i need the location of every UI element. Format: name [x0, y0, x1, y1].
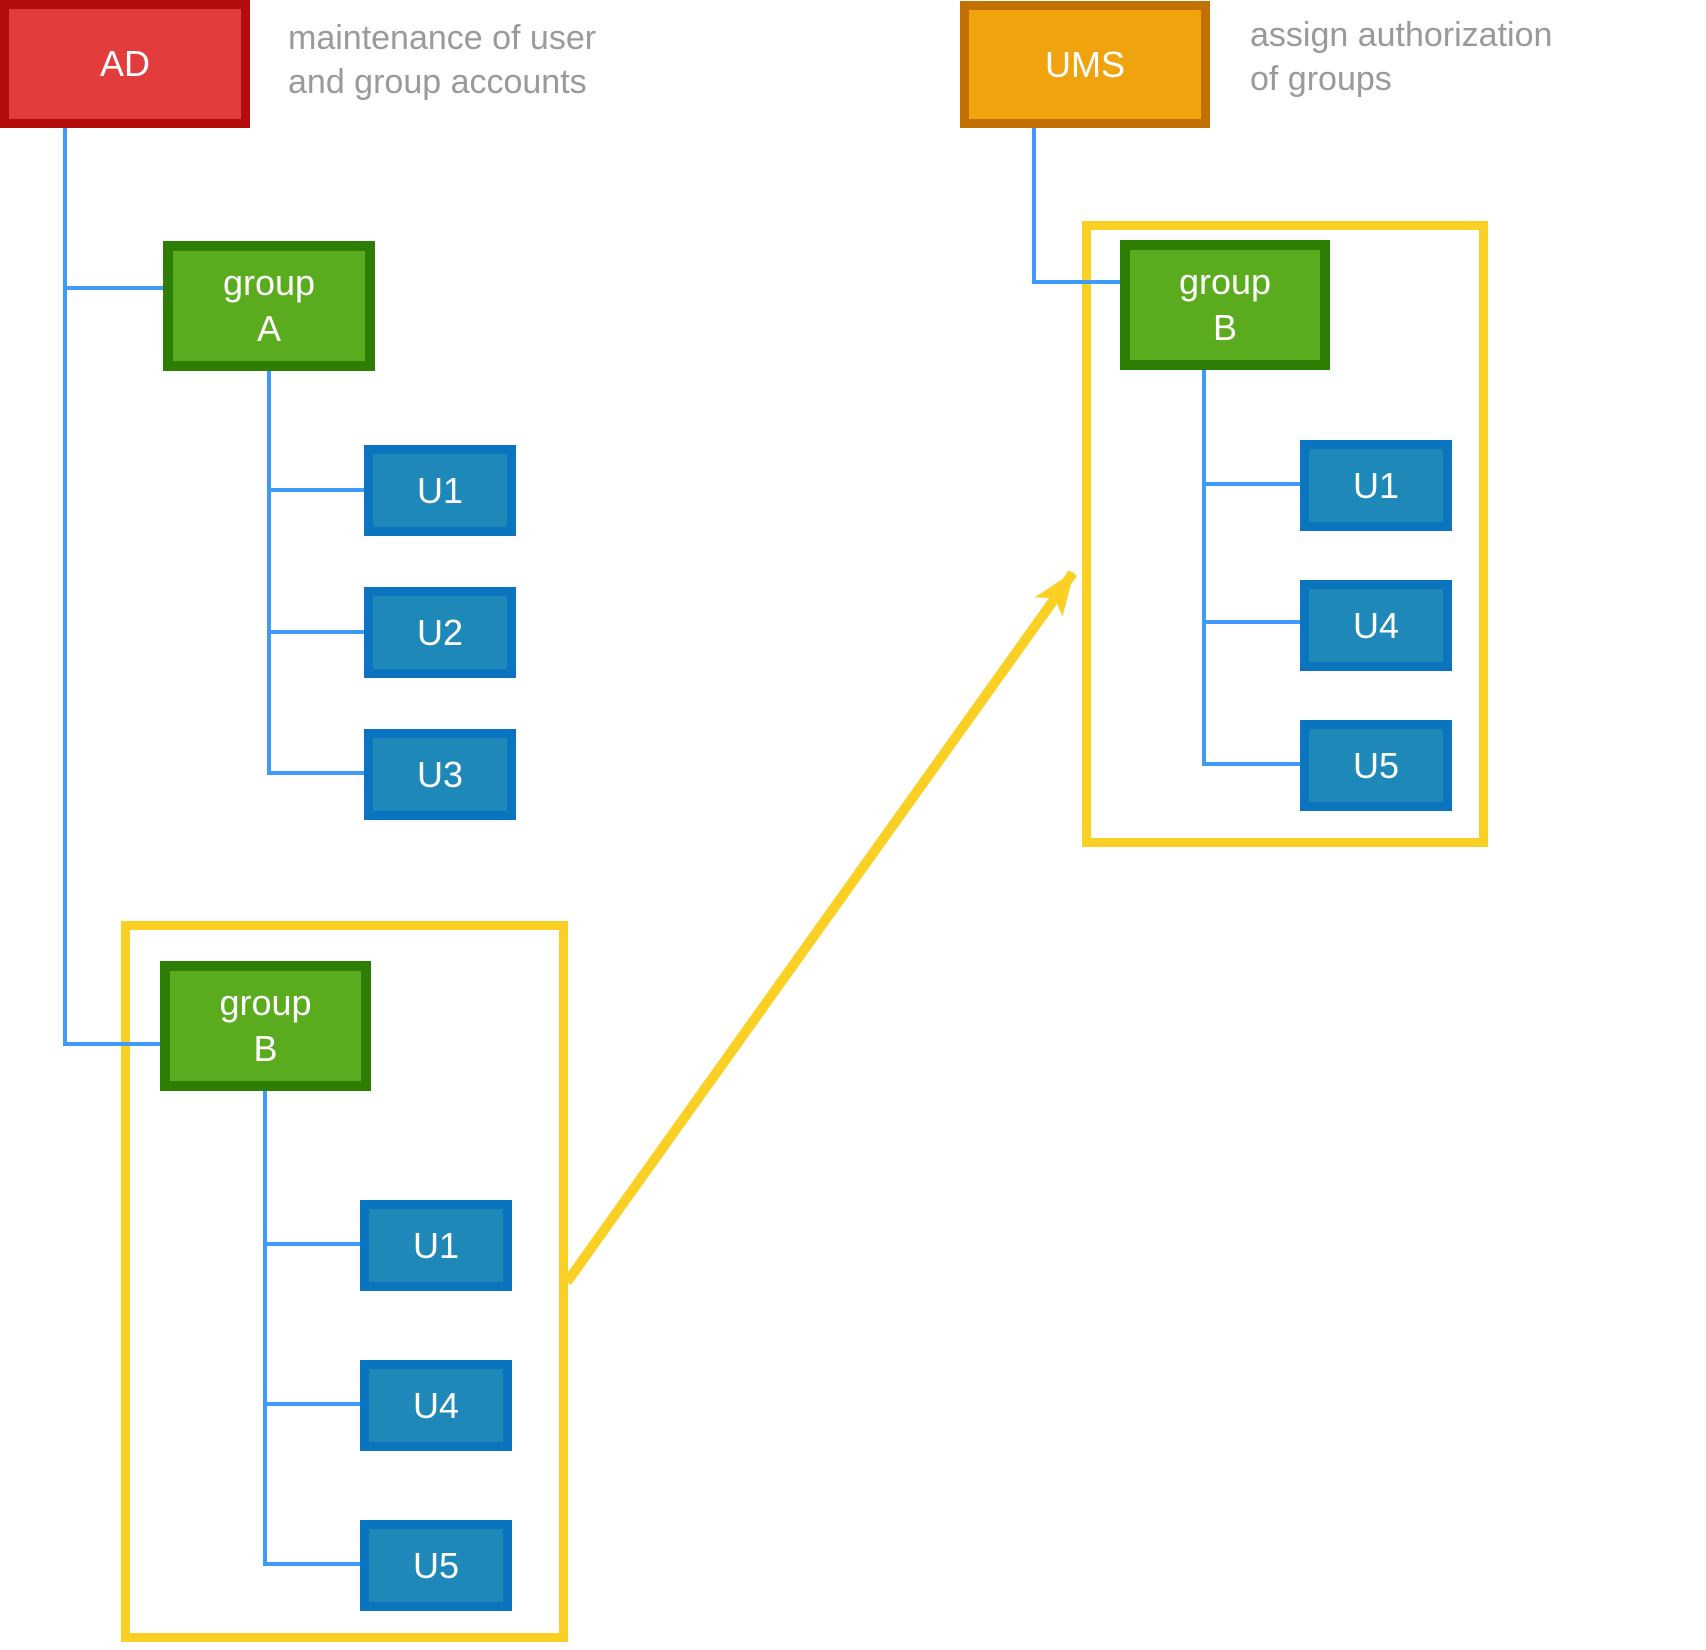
user-label: U1 [416, 469, 464, 511]
user-node-group-b-ums-u1: U1 [1300, 440, 1452, 531]
user-node-group-a-u3: U3 [364, 729, 516, 820]
user-node-group-b-ums-u5: U5 [1300, 720, 1452, 811]
user-node-group-a-u1: U1 [364, 445, 516, 536]
user-label: U5 [412, 1544, 460, 1586]
user-node-group-b-ad-u4: U4 [360, 1360, 512, 1451]
ad-node-label: AD [99, 43, 150, 84]
group-b-ums-highlight-container [1082, 221, 1488, 847]
group-b-ums-label-line1: group [1178, 261, 1272, 302]
ums-node-label: UMS [1045, 43, 1125, 85]
group-b-ums-node: group B [1120, 240, 1330, 370]
user-node-group-b-ums-u4: U4 [1300, 580, 1452, 671]
user-label: U5 [1352, 744, 1400, 786]
ad-node: AD [0, 0, 250, 128]
user-label: U1 [1352, 464, 1400, 506]
ums-caption-line1: assign authorization [1250, 16, 1553, 54]
group-b-ums-label-line2: B [1212, 307, 1237, 348]
group-a-label-line1: group [222, 262, 316, 303]
ums-caption-line2: of groups [1250, 60, 1392, 98]
user-label: U4 [412, 1384, 460, 1426]
group-b-ad-label-line1: group [219, 982, 312, 1023]
user-label: U1 [412, 1224, 460, 1266]
user-node-group-b-ad-u1: U1 [360, 1200, 512, 1291]
user-node-group-b-ad-u5: U5 [360, 1520, 512, 1611]
ums-caption: assign authorization of groups [1250, 13, 1552, 101]
ums-node: UMS [960, 1, 1210, 128]
group-b-ad-highlight-container [121, 921, 568, 1642]
group-b-ad-node: group B [160, 961, 371, 1091]
group-a-label-line2: A [256, 308, 281, 349]
ad-caption-line2: and group accounts [288, 63, 587, 101]
user-label: U4 [1352, 604, 1400, 646]
group-b-ad-label-line2: B [253, 1028, 278, 1069]
user-label: U3 [416, 753, 464, 795]
ad-caption: maintenance of user and group accounts [288, 16, 596, 104]
user-label: U2 [416, 611, 464, 653]
ad-caption-line1: maintenance of user [288, 19, 597, 57]
group-a-node: group A [163, 241, 375, 371]
group-assignment-arrow [562, 570, 1078, 1285]
user-node-group-a-u2: U2 [364, 587, 516, 678]
